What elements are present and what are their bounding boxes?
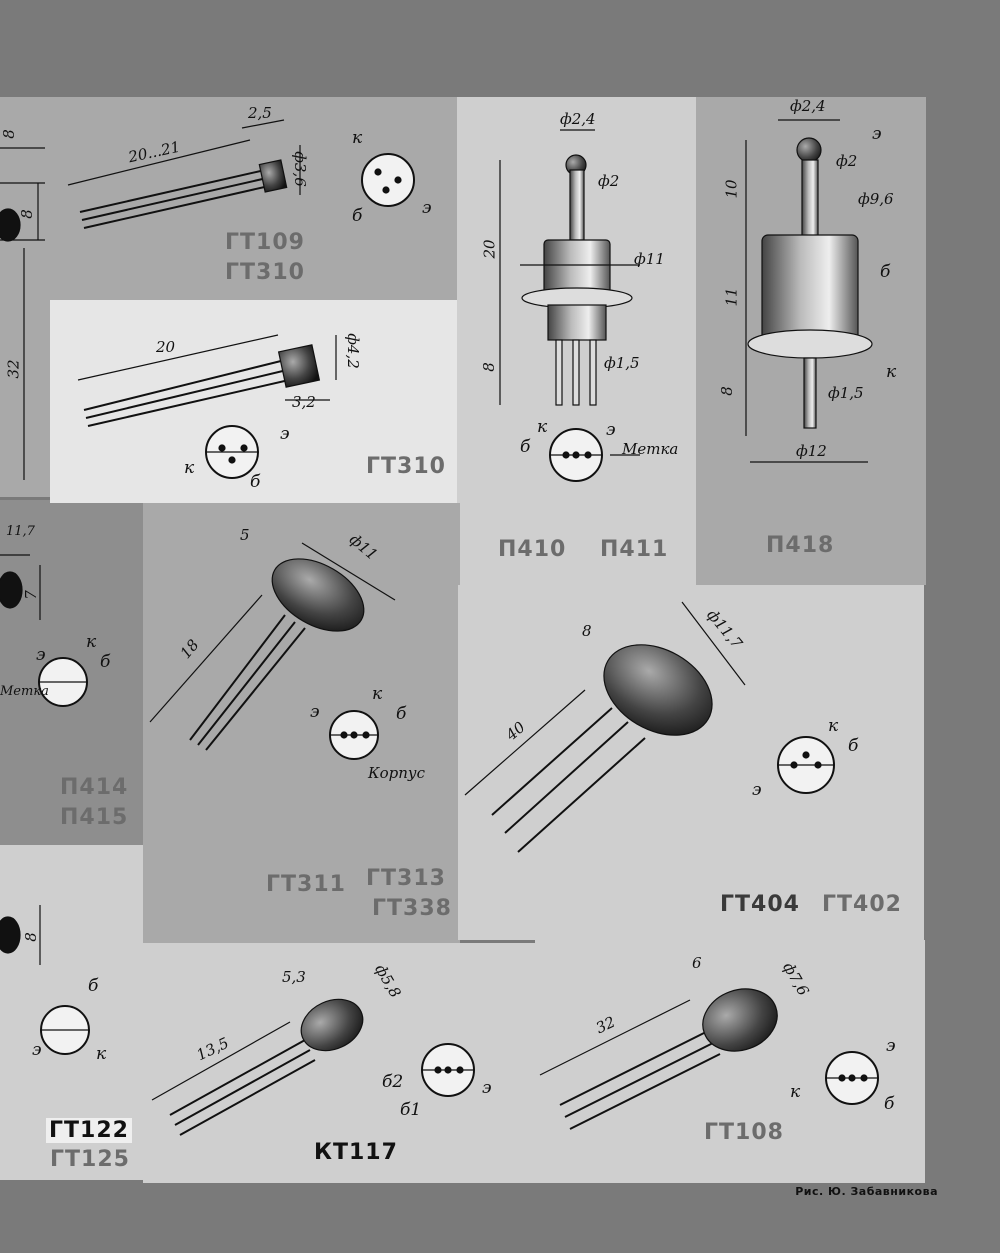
gt108-label: ГТ108: [704, 1120, 784, 1145]
p410-dim-lead-dia: ф1,5: [604, 354, 640, 372]
gt310-dim-diameter: ф4,2: [343, 333, 362, 369]
gt311-label-3: ГТ338: [372, 896, 452, 921]
gt122-dim: 8: [21, 932, 40, 942]
gt122-pin-e: э: [32, 1040, 42, 1060]
kt117-pin-b2: б2: [382, 1072, 404, 1092]
gt109-pin-e: э: [422, 198, 432, 218]
kt117-drawing: [151, 998, 475, 1136]
p418-dim-bottom: 8: [717, 386, 736, 396]
p410-drawing: [499, 129, 640, 482]
gt122-pin-b: б: [88, 976, 99, 996]
p410-pin-b: б: [520, 437, 531, 457]
p418-label: П418: [766, 533, 835, 558]
gt311-pin-b: б: [396, 704, 407, 724]
p410-dim-leads: 8: [479, 362, 498, 372]
gt109-dim-diameter: ф3,6: [290, 151, 309, 187]
gt310-dim-length: 20: [156, 338, 176, 356]
gt310-pin-b: б: [250, 472, 261, 492]
p410-label-2: П411: [600, 537, 669, 562]
p414-dim-top: 11,7: [6, 524, 35, 539]
gt310-dim-width: 3,2: [292, 393, 316, 411]
p410-pin-k: к: [537, 417, 548, 437]
p418-pin-b: б: [880, 262, 891, 282]
gt311-label-1: ГТ311: [266, 872, 346, 897]
p418-dim-top: 10: [722, 179, 741, 199]
left-dim-top: 8: [17, 209, 36, 219]
gt122-label-1: ГТ122: [46, 1118, 132, 1143]
gt404-label-1: ГТ404: [720, 892, 800, 917]
gt109-label-1: ГТ109: [225, 230, 305, 255]
gt310-pin-e: э: [280, 424, 290, 444]
kt117-pin-b1: б1: [400, 1100, 422, 1120]
gt122-label-2: ГТ125: [50, 1147, 130, 1172]
gt311-pin-k: к: [372, 684, 383, 704]
p418-drawing: [745, 119, 873, 463]
p410-dim-stem: ф2: [598, 172, 620, 190]
gt311-pin-e: э: [310, 702, 320, 722]
p418-dim-flange: ф12: [796, 442, 827, 460]
p410-dim-head: ф2,4: [560, 110, 596, 128]
p414-label-2: П415: [60, 805, 129, 830]
gt109-drawing: [67, 119, 415, 229]
kt117-pin-e: э: [482, 1078, 492, 1098]
gt404-dim-width: 8: [582, 622, 592, 640]
kt117-dim-width: 5,3: [282, 968, 306, 986]
gt404-pin-b: б: [848, 736, 859, 756]
p410-marker: Метка: [622, 440, 679, 458]
p414-label-1: П414: [60, 775, 129, 800]
left-strip-top: [0, 97, 50, 497]
gt404-pin-k: к: [828, 716, 839, 736]
p418-dim-head: ф2,4: [790, 97, 826, 115]
p414-marker: Метка: [0, 684, 49, 699]
p414-pin-b: б: [100, 652, 111, 672]
gt109-pin-k: к: [352, 128, 363, 148]
left-strip-drawing: [0, 147, 90, 1055]
p418-dim-mid: 11: [722, 287, 741, 307]
gt108-pin-k: к: [790, 1082, 801, 1102]
panel-gt404: [458, 585, 924, 940]
gt404-drawing: [464, 601, 835, 853]
gt108-dim-width: 6: [692, 954, 702, 972]
p410-dim-height: 20: [480, 239, 499, 259]
gt108-drawing: [539, 988, 879, 1130]
gt311-label-2: ГТ313: [366, 866, 446, 891]
gt404-label-2: ГТ402: [822, 892, 902, 917]
gt310-drawing: [77, 334, 337, 479]
gt108-pin-e: э: [886, 1036, 896, 1056]
p418-pin-k: к: [886, 362, 897, 382]
p414-pin-k: к: [86, 632, 97, 652]
gt310-label: ГТ310: [366, 454, 446, 479]
p414-pin-e: э: [36, 645, 46, 665]
p410-pin-e: э: [606, 420, 616, 440]
gt311-marker: Корпус: [368, 764, 426, 782]
p418-dim-stem: ф2: [836, 152, 858, 170]
kt117-label: КТ117: [314, 1140, 398, 1165]
left-dim-long: 32: [4, 359, 23, 379]
gt122-pin-k: к: [96, 1044, 107, 1064]
p414-dim-side: 7: [21, 590, 40, 600]
gt109-pin-b: б: [352, 206, 363, 226]
p418-dim-body: ф9,6: [858, 190, 894, 208]
p410-dim-body: ф11: [634, 250, 665, 268]
p418-pin-e: э: [872, 124, 882, 144]
p418-dim-lead: ф1,5: [828, 384, 864, 402]
gt310-pin-k: к: [184, 458, 195, 478]
gt311-dim-width: 5: [240, 526, 250, 544]
gt311-drawing: [149, 542, 396, 760]
gt109-label-2: ГТ310: [225, 260, 305, 285]
gt109-dim-width: 2,5: [248, 104, 272, 122]
gt108-pin-b: б: [884, 1094, 895, 1114]
gt404-pin-e: э: [752, 780, 762, 800]
p410-label-1: П410: [498, 537, 567, 562]
left-dim-bottom: 8: [0, 129, 18, 139]
illustration-credit: Рис. Ю. Забавникова: [795, 1185, 938, 1198]
